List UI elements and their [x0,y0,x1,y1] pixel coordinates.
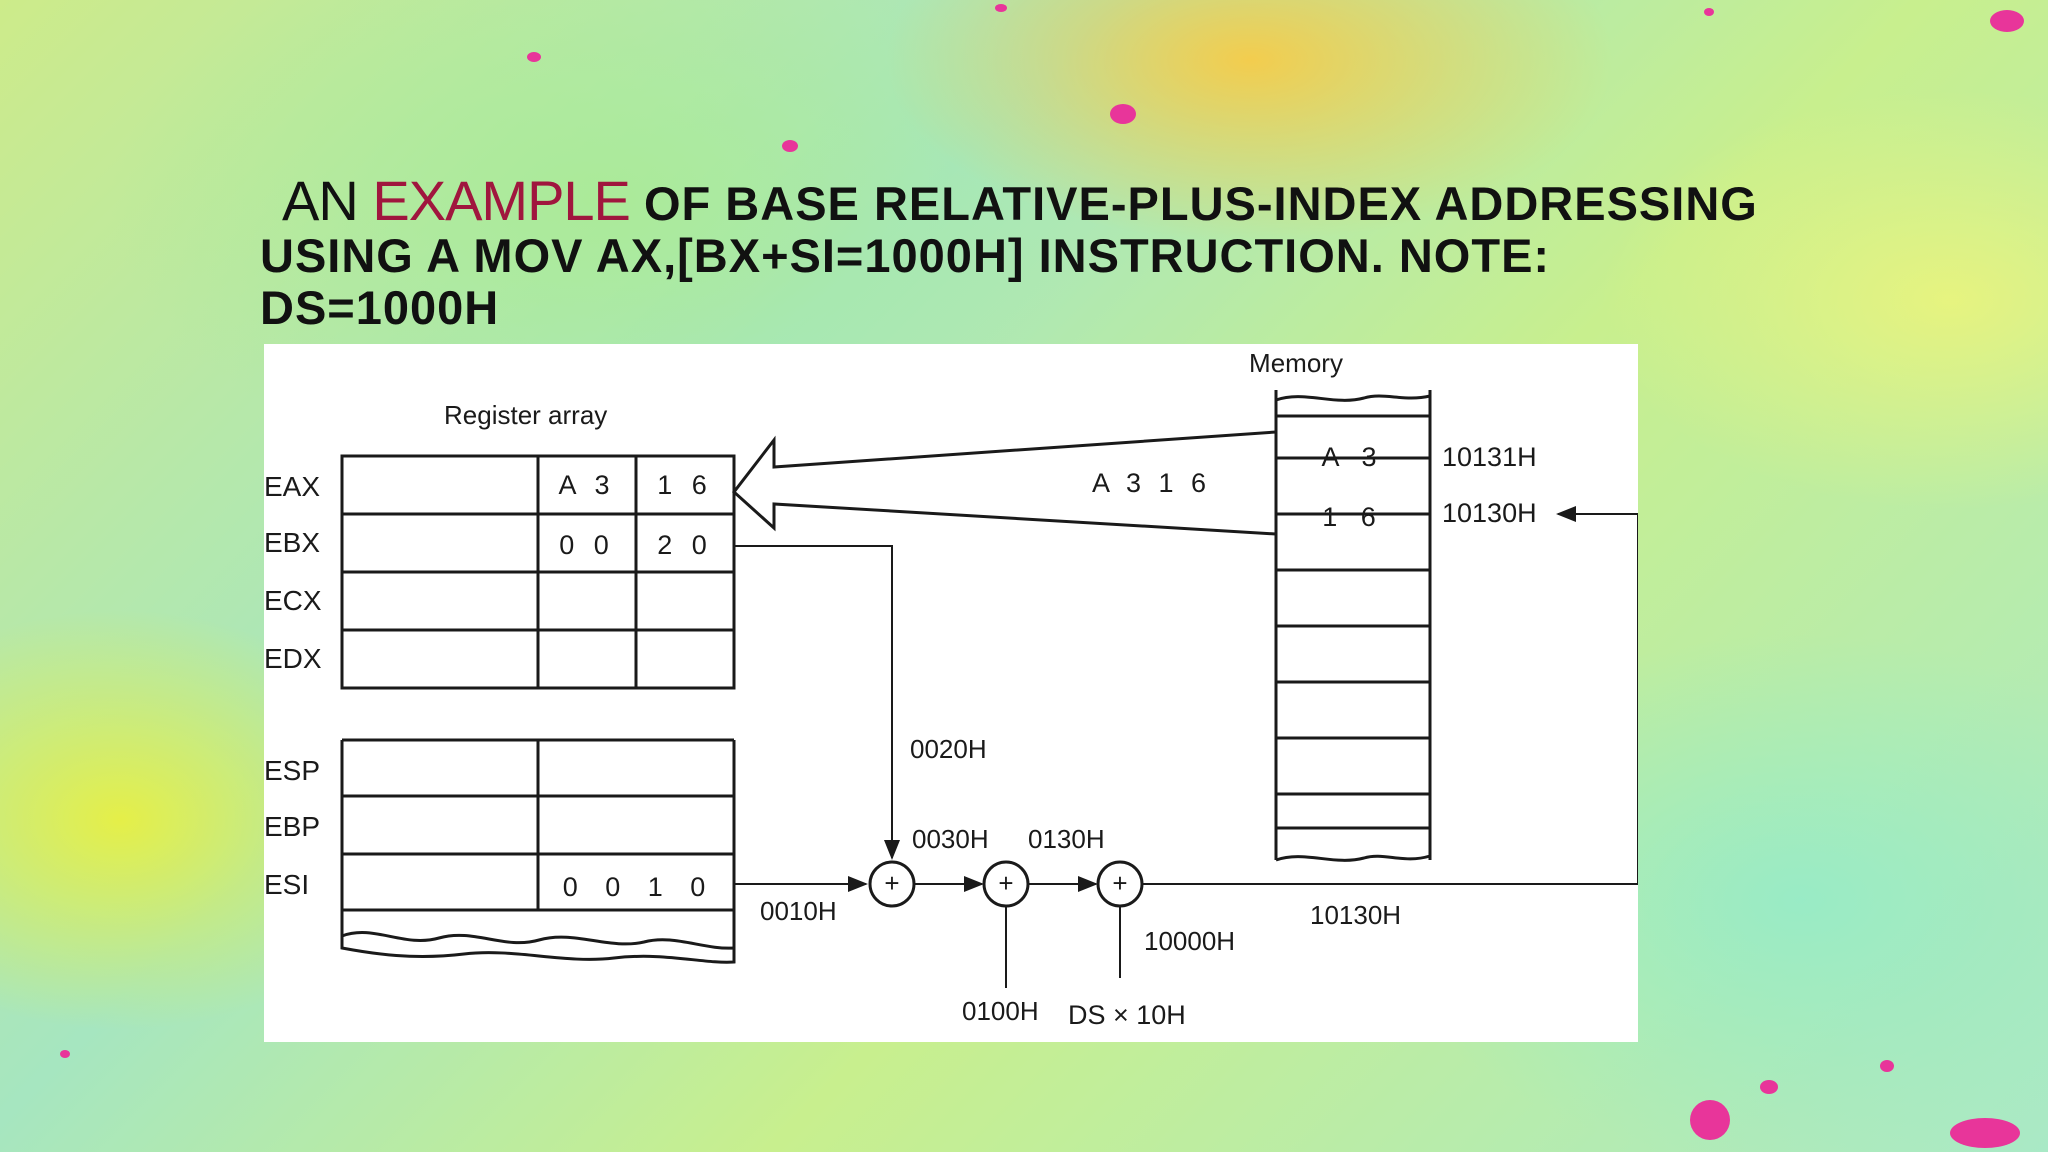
title-rest: OF BASE RELATIVE-PLUS-INDEX ADDRESSING [629,177,1758,230]
bx-offset-label: 0020H [910,734,987,764]
displacement-label: 0100H [962,996,1039,1026]
ds-label: DS × 10H [1068,1000,1186,1030]
slide-title-line-1: AN EXAMPLE OF BASE RELATIVE-PLUS-INDEX A… [282,168,1758,233]
memory-cell-high: A 3 [1321,442,1384,472]
paint-splatter [527,52,541,62]
title-accent-word: EXAMPLE [372,169,631,232]
sum-1-label: 0030H [912,824,989,854]
memory-column [1274,390,1432,862]
register-block-upper [340,454,736,690]
register-name-ebp: EBP [264,811,320,842]
diagram-svg: Register array EAX EBX ECX EDX A 3 1 6 0… [264,348,1638,1030]
memory-cell-low: 1 6 [1322,502,1384,532]
register-name-eax: EAX [264,471,320,502]
register-name-esi: ESI [264,869,309,900]
paint-splatter [1760,1080,1778,1094]
title-lead: AN [282,169,373,232]
slide-title-line-2: USING A MOV AX,[BX+SI=1000H] INSTRUCTION… [260,229,1551,282]
paint-splatter [1110,104,1136,124]
paint-splatter [1990,10,2024,32]
paint-splatter [1704,8,1714,16]
bx-path [734,545,900,860]
sum-2-label: 0130H [1028,824,1105,854]
paint-splatter [995,4,1007,12]
ds-shifted-label: 10000H [1144,926,1235,956]
memory-address-10131h: 10131H [1442,442,1537,472]
paint-splatter [1690,1100,1730,1140]
effective-address-path [1142,506,1638,885]
paint-splatter [1880,1060,1894,1072]
memory-label: Memory [1249,348,1343,378]
esi-value: 0 0 1 0 [563,872,716,902]
register-name-ecx: ECX [264,585,322,616]
effective-address-label: 10130H [1310,900,1401,930]
data-transfer-arrow [731,430,1278,536]
adder-3-symbol: + [1112,868,1127,898]
si-offset-label: 0010H [760,896,837,926]
paint-splatter [782,140,798,152]
eax-high-byte: A 3 [558,470,615,500]
ebx-low-byte: 2 0 [657,530,713,560]
addressing-diagram: Register array EAX EBX ECX EDX A 3 1 6 0… [264,344,1638,1042]
register-name-edx: EDX [264,643,322,674]
transfer-value-label: A 3 1 6 [1092,468,1211,498]
adder-2-symbol: + [998,868,1013,898]
paint-splatter [1950,1118,2020,1148]
ebx-high-byte: 0 0 [559,530,615,560]
memory-address-10130h: 10130H [1442,498,1537,528]
register-block-lower [340,738,736,964]
register-name-esp: ESP [264,755,320,786]
register-array-label: Register array [444,400,607,430]
adder-1-symbol: + [884,868,899,898]
slide-title-line-3: DS=1000H [260,281,500,334]
register-name-ebx: EBX [264,527,320,558]
eax-low-byte: 1 6 [657,470,713,500]
paint-splatter [60,1050,70,1058]
